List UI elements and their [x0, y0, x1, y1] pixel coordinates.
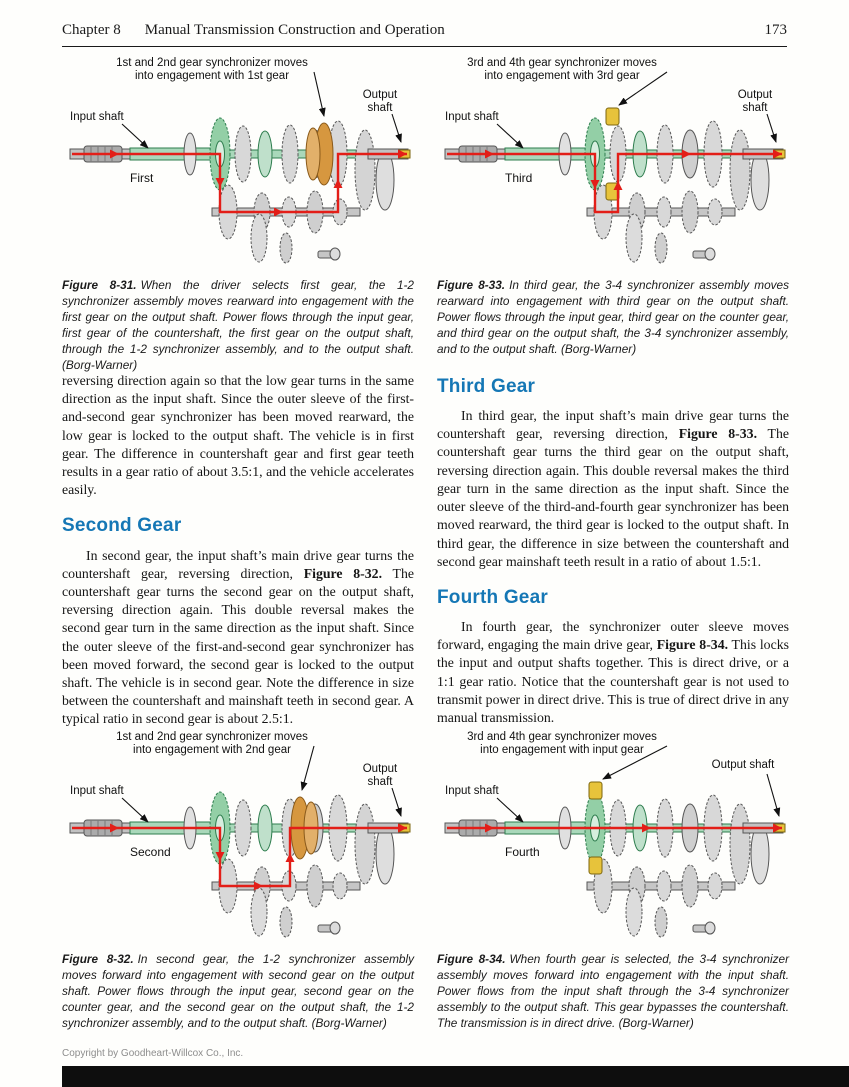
figure-8-33-caption: Figure 8-33.In third gear, the 3-4 synch… [437, 277, 789, 357]
input-shaft-label: Input shaft [445, 111, 500, 123]
caption-text: In second gear, the 1-2 synchronizer ass… [62, 952, 414, 1031]
caption-text: When the driver selects first gear, the … [62, 278, 414, 373]
caption-label: Figure 8-32. [62, 952, 134, 966]
synchronizer-label-line1: 1st and 2nd gear synchronizer moves [116, 57, 308, 69]
gear-position-label: First [130, 171, 154, 185]
gear-position-label: Fourth [505, 845, 540, 859]
output-shaft-label-line2: shaft [743, 102, 769, 114]
synchronizer-label-line1: 3rd and 4th gear synchronizer moves [467, 731, 657, 743]
caption-label: Figure 8-33. [437, 278, 506, 292]
first-gear-paragraph-continued: reversing direction again so that the lo… [62, 373, 414, 498]
figure-8-33: 3rd and 4th gear synchronizer moves into… [437, 54, 789, 357]
left-text-column: reversing direction again so that the lo… [62, 372, 414, 729]
paragraph-text: In third gear, the input shaft’s main dr… [437, 408, 789, 442]
chapter-label: Chapter 8 [62, 22, 121, 38]
figure-8-33-reference: Figure 8-33. [678, 426, 758, 442]
figure-8-31: 1st and 2nd gear synchronizer moves into… [62, 54, 414, 373]
chapter-title: Manual Transmission Construction and Ope… [144, 22, 445, 38]
label-pointer-lines [496, 71, 777, 149]
output-shaft-label-line1: Output [363, 89, 398, 101]
paragraph-text: This locks the input and output shafts t… [437, 637, 789, 725]
output-shaft-label-line2: shaft [368, 776, 394, 788]
heading-third-gear: Third Gear [437, 376, 536, 397]
caption-label: Figure 8-31. [62, 278, 137, 292]
second-gear-transmission-diagram: 1st and 2nd gear synchronizer moves into… [69, 731, 411, 938]
synchronizer-label-line2: into engagement with 2nd gear [133, 744, 291, 756]
diagram-labels: 1st and 2nd gear synchronizer moves into… [70, 731, 398, 859]
figure-8-34: 3rd and 4th gear synchronizer moves into… [437, 728, 789, 1031]
label-pointer-lines [496, 745, 781, 823]
gear-position-label: Second [130, 845, 171, 859]
caption-label: Figure 8-34. [437, 952, 506, 966]
fourth-gear-paragraph: In fourth gear, the synchronizer outer s… [437, 618, 789, 727]
power-flow-arrows [110, 149, 407, 217]
label-pointer-lines [121, 71, 402, 149]
figure-8-34-reference: Figure 8-34. [656, 637, 729, 653]
page-number: 173 [764, 22, 788, 38]
figure-8-32-caption: Figure 8-32.In second gear, the 1-2 sync… [62, 951, 414, 1031]
synchronizer-label-line1: 3rd and 4th gear synchronizer moves [467, 57, 657, 69]
output-shaft-label-line1: Output [363, 763, 398, 775]
input-shaft-label: Input shaft [445, 785, 500, 797]
page-header: Chapter 8 Manual Transmission Constructio… [62, 22, 787, 47]
third-gear-paragraph: In third gear, the input shaft’s main dr… [437, 407, 789, 571]
copyright-notice: Copyright by Goodheart-Willcox Co., Inc. [62, 1048, 244, 1059]
fourth-gear-transmission-diagram: 3rd and 4th gear synchronizer moves into… [444, 731, 786, 938]
bottom-page-bar [62, 1066, 849, 1087]
synchronizer-label-line2: into engagement with 3rd gear [484, 70, 640, 82]
diagram-labels: 1st and 2nd gear synchronizer moves into… [70, 57, 398, 185]
output-shaft-label-line1: Output [738, 89, 773, 101]
synchronizer-label-line1: 1st and 2nd gear synchronizer moves [116, 731, 308, 743]
output-shaft-label-line1: Output shaft [712, 759, 775, 771]
caption-text: In third gear, the 3-4 synchronizer asse… [437, 278, 789, 357]
power-flow-arrows [485, 149, 782, 190]
caption-text: When fourth gear is selected, the 3-4 sy… [437, 952, 789, 1031]
paragraph-text: In second gear, the input shaft’s main d… [62, 547, 414, 581]
synchronizer-label-line2: into engagement with input gear [480, 744, 644, 756]
heading-fourth-gear: Fourth Gear [437, 586, 548, 608]
power-flow-arrows [485, 823, 782, 833]
power-flow-path [447, 152, 782, 214]
output-shaft-label-line2: shaft [368, 102, 394, 114]
diagram-labels: 3rd and 4th gear synchronizer moves into… [445, 57, 773, 185]
heading-second-gear: Second Gear [62, 515, 182, 537]
paragraph-text: In fourth gear, the synchronizer outer s… [437, 618, 789, 653]
gear-position-label: Third [505, 171, 532, 185]
third-gear-transmission-diagram: 3rd and 4th gear synchronizer moves into… [444, 57, 786, 264]
paragraph-text: The countershaft gear turns the third ge… [437, 426, 789, 569]
synchronizer-3-4-keys [605, 107, 620, 201]
figure-8-32-reference: Figure 8-32. [303, 565, 383, 581]
input-shaft-label: Input shaft [70, 111, 125, 123]
diagram-labels: 3rd and 4th gear synchronizer moves into… [445, 731, 775, 859]
synchronizer-3-4-keys [588, 781, 603, 875]
input-shaft-label: Input shaft [70, 785, 125, 797]
label-pointer-lines [121, 745, 402, 823]
figure-8-32: 1st and 2nd gear synchronizer moves into… [62, 728, 414, 1031]
second-gear-paragraph: In second gear, the input shaft’s main d… [62, 547, 414, 729]
paragraph-text: The countershaft gear turns the second g… [62, 565, 414, 727]
right-text-column: Third Gear In third gear, the input shaf… [437, 372, 789, 727]
figure-8-34-caption: Figure 8-34.When fourth gear is selected… [437, 951, 789, 1031]
first-gear-transmission-diagram: 1st and 2nd gear synchronizer moves into… [69, 57, 411, 264]
synchronizer-label-line2: into engagement with 1st gear [135, 70, 289, 82]
figure-8-31-caption: Figure 8-31.When the driver selects firs… [62, 277, 414, 373]
power-flow-arrows [110, 823, 407, 891]
synchronizer-1-2-sleeve [305, 122, 334, 186]
